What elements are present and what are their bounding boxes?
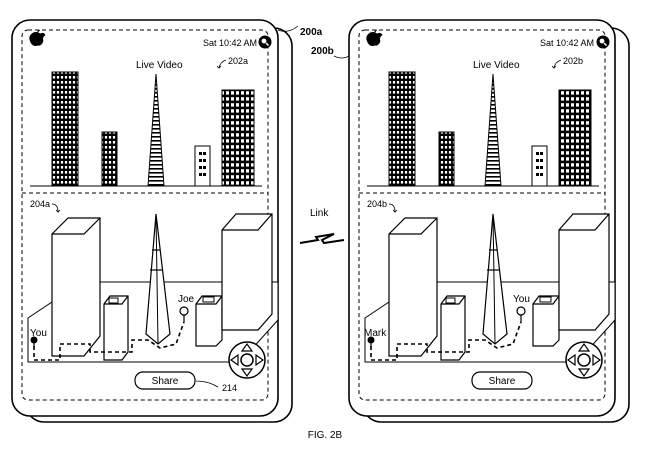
apple-logo-icon <box>29 29 46 47</box>
search-icon[interactable] <box>258 35 272 49</box>
share-button-label: Share <box>489 376 516 387</box>
status-time: Sat 10:42 AM <box>203 38 257 48</box>
user-label-self: You <box>30 328 47 339</box>
live-video-skyline <box>30 71 262 187</box>
leader-line <box>333 55 350 59</box>
map-building-left <box>388 217 438 357</box>
user-pin-self[interactable] <box>367 336 375 349</box>
user-pin-other[interactable] <box>516 306 526 322</box>
short-building <box>101 131 118 187</box>
leader-line <box>51 203 61 213</box>
live-video-title: Live Video <box>473 60 520 71</box>
small-building <box>531 145 548 187</box>
wide-building <box>221 89 255 187</box>
map-building-medium <box>532 295 560 347</box>
live-video-skyline <box>367 71 599 187</box>
apple-logo-icon <box>366 29 383 47</box>
share-button[interactable]: Share <box>134 371 196 390</box>
user-label-other: Joe <box>178 294 195 305</box>
search-icon[interactable] <box>596 35 610 49</box>
device-a: Sat 10:42 AM 200a Live Video 202a 204a <box>11 19 323 423</box>
map-building-right <box>221 213 273 331</box>
route-path <box>33 321 185 361</box>
map-building-right <box>558 213 610 331</box>
link-label: Link <box>310 208 329 219</box>
leader-line <box>277 25 299 32</box>
leader-line <box>216 59 227 69</box>
ref-live: 202a <box>228 56 248 66</box>
share-button-label: Share <box>152 376 179 387</box>
route-path <box>370 321 522 361</box>
ref-live: 202b <box>563 56 583 66</box>
user-pin-self[interactable] <box>30 336 38 349</box>
tower-building <box>388 71 416 187</box>
ref-map: 204b <box>367 199 387 209</box>
map-building-left <box>51 217 101 357</box>
live-video-title: Live Video <box>136 60 183 71</box>
leader-line <box>388 203 398 213</box>
dpad-navigation-icon[interactable] <box>228 341 266 379</box>
figure-label: FIG. 2B <box>308 430 343 441</box>
short-building <box>438 131 455 187</box>
tower-building <box>51 71 79 187</box>
user-label-self: Mark <box>364 328 387 339</box>
ref-device: 200b <box>311 46 334 57</box>
ref-share: 214 <box>222 383 237 393</box>
share-button[interactable]: Share <box>471 371 533 390</box>
user-pin-other[interactable] <box>179 306 189 322</box>
map-building-medium <box>195 295 223 347</box>
status-time: Sat 10:42 AM <box>540 38 594 48</box>
small-building <box>194 145 211 187</box>
link-connector: Link <box>299 208 345 245</box>
map-3d-view: You Joe <box>27 213 279 363</box>
map-building-small <box>440 295 466 361</box>
map-building-small <box>103 295 129 361</box>
leader-line <box>551 59 562 69</box>
user-label-other: You <box>513 294 530 305</box>
dpad-navigation-icon[interactable] <box>565 341 603 379</box>
map-3d-view: Mark You <box>364 213 616 363</box>
ref-map: 204a <box>30 199 50 209</box>
wide-building <box>558 89 592 187</box>
ref-device: 200a <box>300 27 323 38</box>
device-b: Sat 10:42 AM 200b Live Video 202b 204b <box>311 19 630 423</box>
leader-line <box>195 380 219 388</box>
lightning-bolt-icon <box>299 233 345 245</box>
